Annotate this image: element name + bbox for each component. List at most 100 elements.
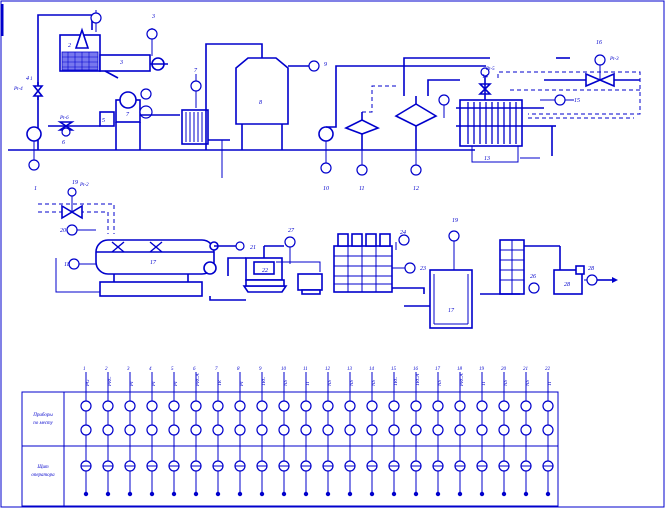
terminal-point xyxy=(215,491,221,497)
column-tag: NS xyxy=(438,380,443,387)
field-instrument xyxy=(344,400,356,412)
label-28b: 28 xyxy=(588,266,594,272)
terminal-point xyxy=(303,491,309,497)
label-21: 21 xyxy=(250,245,256,251)
instrument-25 xyxy=(398,234,410,246)
row2-label-a: Щит xyxy=(36,465,49,470)
table-column: 5PI xyxy=(168,367,180,497)
table-column: 4PI xyxy=(146,367,158,497)
field-instrument xyxy=(520,424,532,436)
column-tag: NS xyxy=(284,380,289,387)
column-tag: PRCA xyxy=(196,373,201,387)
valve-left-riser xyxy=(32,85,44,97)
label-19: 19 xyxy=(72,180,78,186)
label-11: 11 xyxy=(359,186,365,192)
field-instrument xyxy=(432,400,444,412)
label-3: 3 xyxy=(119,60,123,66)
column-tag: PI xyxy=(174,381,179,387)
label-14: 14 xyxy=(482,73,488,80)
row1-label-a: Приборы xyxy=(32,413,53,418)
label-20: 20 xyxy=(60,228,66,234)
tank-8 xyxy=(235,57,289,125)
column-number: 6 xyxy=(193,367,196,372)
label-26: 26 xyxy=(530,274,536,280)
column-number: 10 xyxy=(281,367,287,372)
column-tag: NS xyxy=(372,380,377,387)
instrument-27 xyxy=(284,236,296,248)
table-column: 3PI xyxy=(124,367,136,497)
field-instrument xyxy=(322,400,334,412)
terminal-point xyxy=(435,491,441,497)
instrument-26 xyxy=(528,282,540,294)
label-12: 12 xyxy=(413,186,419,192)
field-instrument xyxy=(80,400,92,412)
field-instrument xyxy=(300,400,312,412)
field-instrument xyxy=(454,424,466,436)
terminal-point xyxy=(501,491,507,497)
fp-4: Pt-4 xyxy=(13,87,23,92)
field-instrument xyxy=(410,424,422,436)
table-column: 7TR xyxy=(212,367,224,497)
terminal-point xyxy=(83,491,89,497)
field-instrument xyxy=(124,424,136,436)
label-10: 10 xyxy=(323,186,329,192)
row1-label-b: по месту xyxy=(33,421,53,426)
label-5: 5 xyxy=(102,118,105,124)
terminal-point xyxy=(281,491,287,497)
column-number: 13 xyxy=(347,367,353,372)
terminal-point xyxy=(171,491,177,497)
label-1: 1 xyxy=(34,186,37,192)
field-instrument xyxy=(168,400,180,412)
column-tag: TR xyxy=(218,380,223,386)
field-instrument xyxy=(278,424,290,436)
column-tag: PI xyxy=(240,381,245,387)
column-tag: NS xyxy=(328,380,333,387)
column-tag: TRC xyxy=(394,376,399,386)
label-16: 16 xyxy=(596,40,602,46)
label-28: 28 xyxy=(564,282,570,288)
column-number: 12 xyxy=(325,367,331,372)
column-number: 18 xyxy=(457,367,463,372)
column-number: 17 xyxy=(435,367,441,372)
instrument-table: 1PG2PRC3PI4PI5PI6PRCA7TR8PI9TRC10NS11TI1… xyxy=(21,367,559,507)
field-instrument xyxy=(498,424,510,436)
terminal-point xyxy=(457,491,463,497)
column-number: 8 xyxy=(237,367,240,372)
instrument-23 xyxy=(404,262,416,274)
table-row-labels: Приборы по месту Щит оператора xyxy=(31,413,55,478)
pump-1 xyxy=(26,126,42,142)
column-number: 2 xyxy=(105,367,108,372)
terminal-point xyxy=(545,491,551,497)
column-tag: PI xyxy=(130,381,135,387)
field-instrument xyxy=(256,424,268,436)
instrument-16 xyxy=(594,54,606,66)
middle-process-line xyxy=(38,187,618,329)
field-instrument xyxy=(146,400,158,412)
terminal-point xyxy=(325,491,331,497)
field-instrument xyxy=(388,424,400,436)
terminal-point xyxy=(479,491,485,497)
fp-16: Pt-3 xyxy=(609,57,619,62)
label-7: 7 xyxy=(126,112,130,118)
terminal-point xyxy=(523,491,529,497)
field-instrument xyxy=(168,424,180,436)
packer-24 xyxy=(333,245,393,293)
column-number: 15 xyxy=(391,367,397,372)
column-number: 1 xyxy=(83,367,86,372)
label-8: 8 xyxy=(259,100,262,106)
field-instrument xyxy=(498,400,510,412)
instrument-21 xyxy=(235,241,245,251)
terminal-point xyxy=(347,491,353,497)
label-17b: 17 xyxy=(448,308,455,314)
chamber-17 xyxy=(429,269,473,329)
instrument-28 xyxy=(586,274,598,286)
